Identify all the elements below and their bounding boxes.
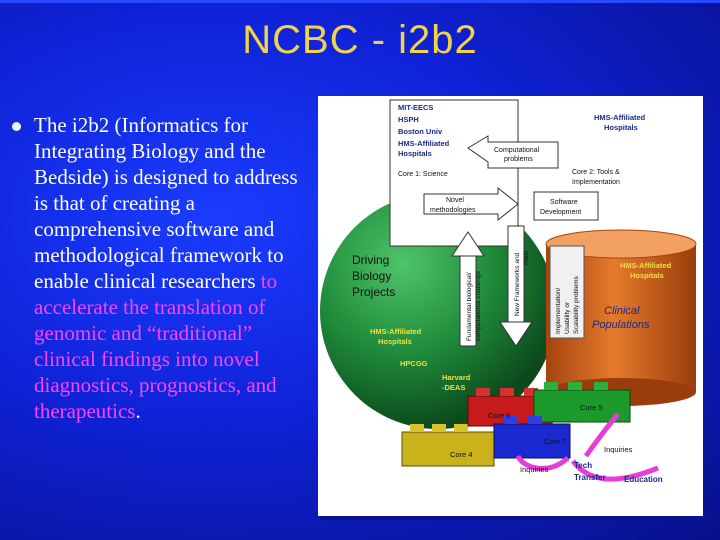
software-box [533, 191, 599, 221]
fundamental-1: Fundamental biological/ [466, 272, 473, 341]
novel-methodologies-1: Novel [446, 197, 464, 204]
pink-arrow-left-icon [515, 454, 570, 472]
inst-line-4: HMS-Affiliated [398, 139, 450, 148]
harvard-deas-1: Harvard [442, 373, 471, 382]
inst-line-3: Boston Univ [398, 127, 443, 136]
bullet-text: The i2b2 (Informatics for Integrating Bi… [34, 112, 314, 424]
implementation-2: Usability or [564, 301, 571, 334]
slide-title: NCBC - i2b2 [242, 18, 478, 62]
driving-projects-1: Driving [352, 253, 389, 267]
figure-shadow [320, 512, 710, 520]
core2-label-1: Core 2: Tools & [572, 169, 620, 176]
hms-sphere-1: HMS-Affiliated [370, 327, 422, 336]
education-label: Education [624, 475, 663, 484]
up-arrow-icon [451, 231, 485, 347]
core7-label: Core 7 [544, 437, 567, 446]
pink-arrow-up-icon [583, 412, 620, 458]
inquiries-right-label: Inquiries [604, 445, 633, 454]
hms-top-2: Hospitals [604, 123, 638, 132]
lego-core4 [401, 424, 495, 467]
right-arrow-icon [423, 186, 519, 222]
clinical-populations-2: Populations [592, 319, 650, 331]
clinical-populations-1: Clinical [604, 305, 640, 317]
software-development-1: Software [550, 199, 578, 206]
driving-projects-2: Biology [352, 269, 391, 283]
core2-label-2: Implementation [572, 179, 620, 186]
lego-core7 [493, 416, 571, 459]
inst-line-2: HSPH [398, 115, 419, 124]
tech-transfer-2: Transfer [574, 473, 606, 482]
computational-problems-2: problems [504, 156, 533, 163]
bullet-plain-text: The i2b2 (Informatics for Integrating Bi… [34, 113, 298, 293]
core1-label: Core 1: Science [398, 171, 448, 178]
computational-problems-1: Computational [494, 147, 540, 154]
core4-label: Core 4 [450, 450, 473, 459]
implementation-3: Scalability problems [573, 275, 580, 334]
hpcgg-label: HPCGG [400, 359, 428, 368]
bullet-highlight-text: to accelerate the translation of genomic… [34, 269, 278, 423]
hms-sphere-2: Hospitals [378, 337, 412, 346]
left-arrow-icon [467, 135, 559, 169]
harvard-deas-2: -DEAS [442, 383, 465, 392]
sphere-shape [320, 193, 556, 429]
hms-cylinder-2: Hospitals [630, 271, 664, 280]
fundamental-2: computational challenge [475, 271, 482, 341]
implementation-1: Implementation/ [555, 288, 562, 334]
driving-projects-3: Projects [352, 285, 395, 299]
inst-line-5: Hospitals [398, 149, 432, 158]
inst-line-1: MIT-EECS [398, 103, 433, 112]
i2b2-diagram: MIT-EECS HSPH Boston Univ HMS-Affiliated… [318, 96, 703, 516]
new-frameworks-1: New Frameworks and [514, 252, 521, 316]
hms-top-1: HMS-Affiliated [594, 113, 646, 122]
pink-arrow-right-icon [570, 459, 659, 482]
core5-label: Core 5 [580, 403, 603, 412]
tech-transfer-1: Tech [574, 461, 592, 470]
down-arrow-icon [499, 225, 533, 347]
software-development-2: Development [540, 209, 581, 216]
bullet-end-text: . [135, 399, 141, 423]
bullet-dot [12, 122, 21, 131]
new-frameworks-2: Tools [523, 250, 530, 266]
top-rule [0, 0, 720, 3]
novel-methodologies-2: methodologies [430, 207, 476, 214]
core1-box [389, 99, 519, 247]
core6-label: Core 6 [488, 411, 511, 420]
implementation-bar [549, 245, 585, 339]
hms-cylinder-1: HMS-Affiliated [620, 261, 672, 270]
inquiries-bottom-label: Inquiries [520, 465, 549, 474]
